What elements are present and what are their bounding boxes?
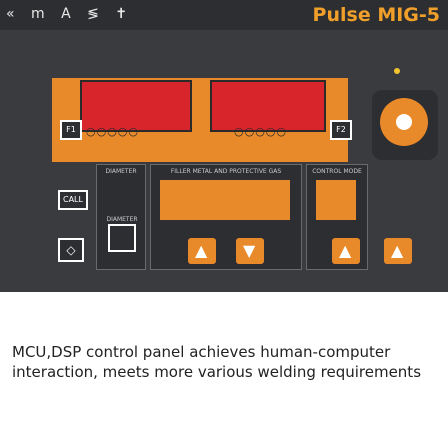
diameter-selector[interactable]: DIAMETER <box>106 216 138 252</box>
down-arrow-icon: ▼ <box>243 241 256 260</box>
f1-button[interactable]: F1 <box>60 120 82 140</box>
control-up-button[interactable]: ▲ <box>332 238 360 264</box>
filler-display <box>160 180 290 220</box>
up-arrow-icon: ▲ <box>195 241 208 260</box>
diameter-section-label: DIAMETER <box>105 168 137 175</box>
filler-up-button[interactable]: ▲ <box>188 238 216 264</box>
model-title: Pulse MIG-5 <box>312 4 440 26</box>
caption: MCU,DSP control panel achieves human-com… <box>12 342 442 382</box>
knob-center <box>396 114 412 130</box>
diameter-selector-label: DIAMETER <box>106 216 138 223</box>
caption-line-2: interaction, meets more various welding … <box>12 363 422 381</box>
select-button[interactable]: ◇ <box>58 238 84 262</box>
f2-button[interactable]: F2 <box>330 120 352 140</box>
up-arrow-icon: ▲ <box>339 241 352 260</box>
right-display <box>210 80 326 132</box>
control-display <box>316 180 356 220</box>
diameter-section: DIAMETER <box>96 164 146 270</box>
panel-header: « m A ≶ ✝ Pulse MIG-5 <box>0 0 448 30</box>
mode-icons: « m A ≶ ✝ <box>6 6 134 22</box>
control-up-button-2[interactable]: ▲ <box>384 238 412 264</box>
status-led <box>394 68 400 74</box>
filler-down-button[interactable]: ▼ <box>236 238 264 264</box>
caption-line-1: MCU,DSP control panel achieves human-com… <box>12 343 391 361</box>
left-display-digits: ○○○○○ <box>86 125 139 138</box>
filler-section-label: FILLER METAL AND PROTECTIVE GAS <box>170 168 282 175</box>
left-display <box>80 80 192 132</box>
control-section-label: CONTROL MODE <box>312 168 362 175</box>
up-arrow-icon: ▲ <box>391 241 404 260</box>
welder-control-panel: « m A ≶ ✝ Pulse MIG-5 ○○○○○ ○○○○○ F1 F2 … <box>0 0 448 292</box>
call-button[interactable]: CALL <box>58 190 88 210</box>
right-display-digits: ○○○○○ <box>234 125 287 138</box>
